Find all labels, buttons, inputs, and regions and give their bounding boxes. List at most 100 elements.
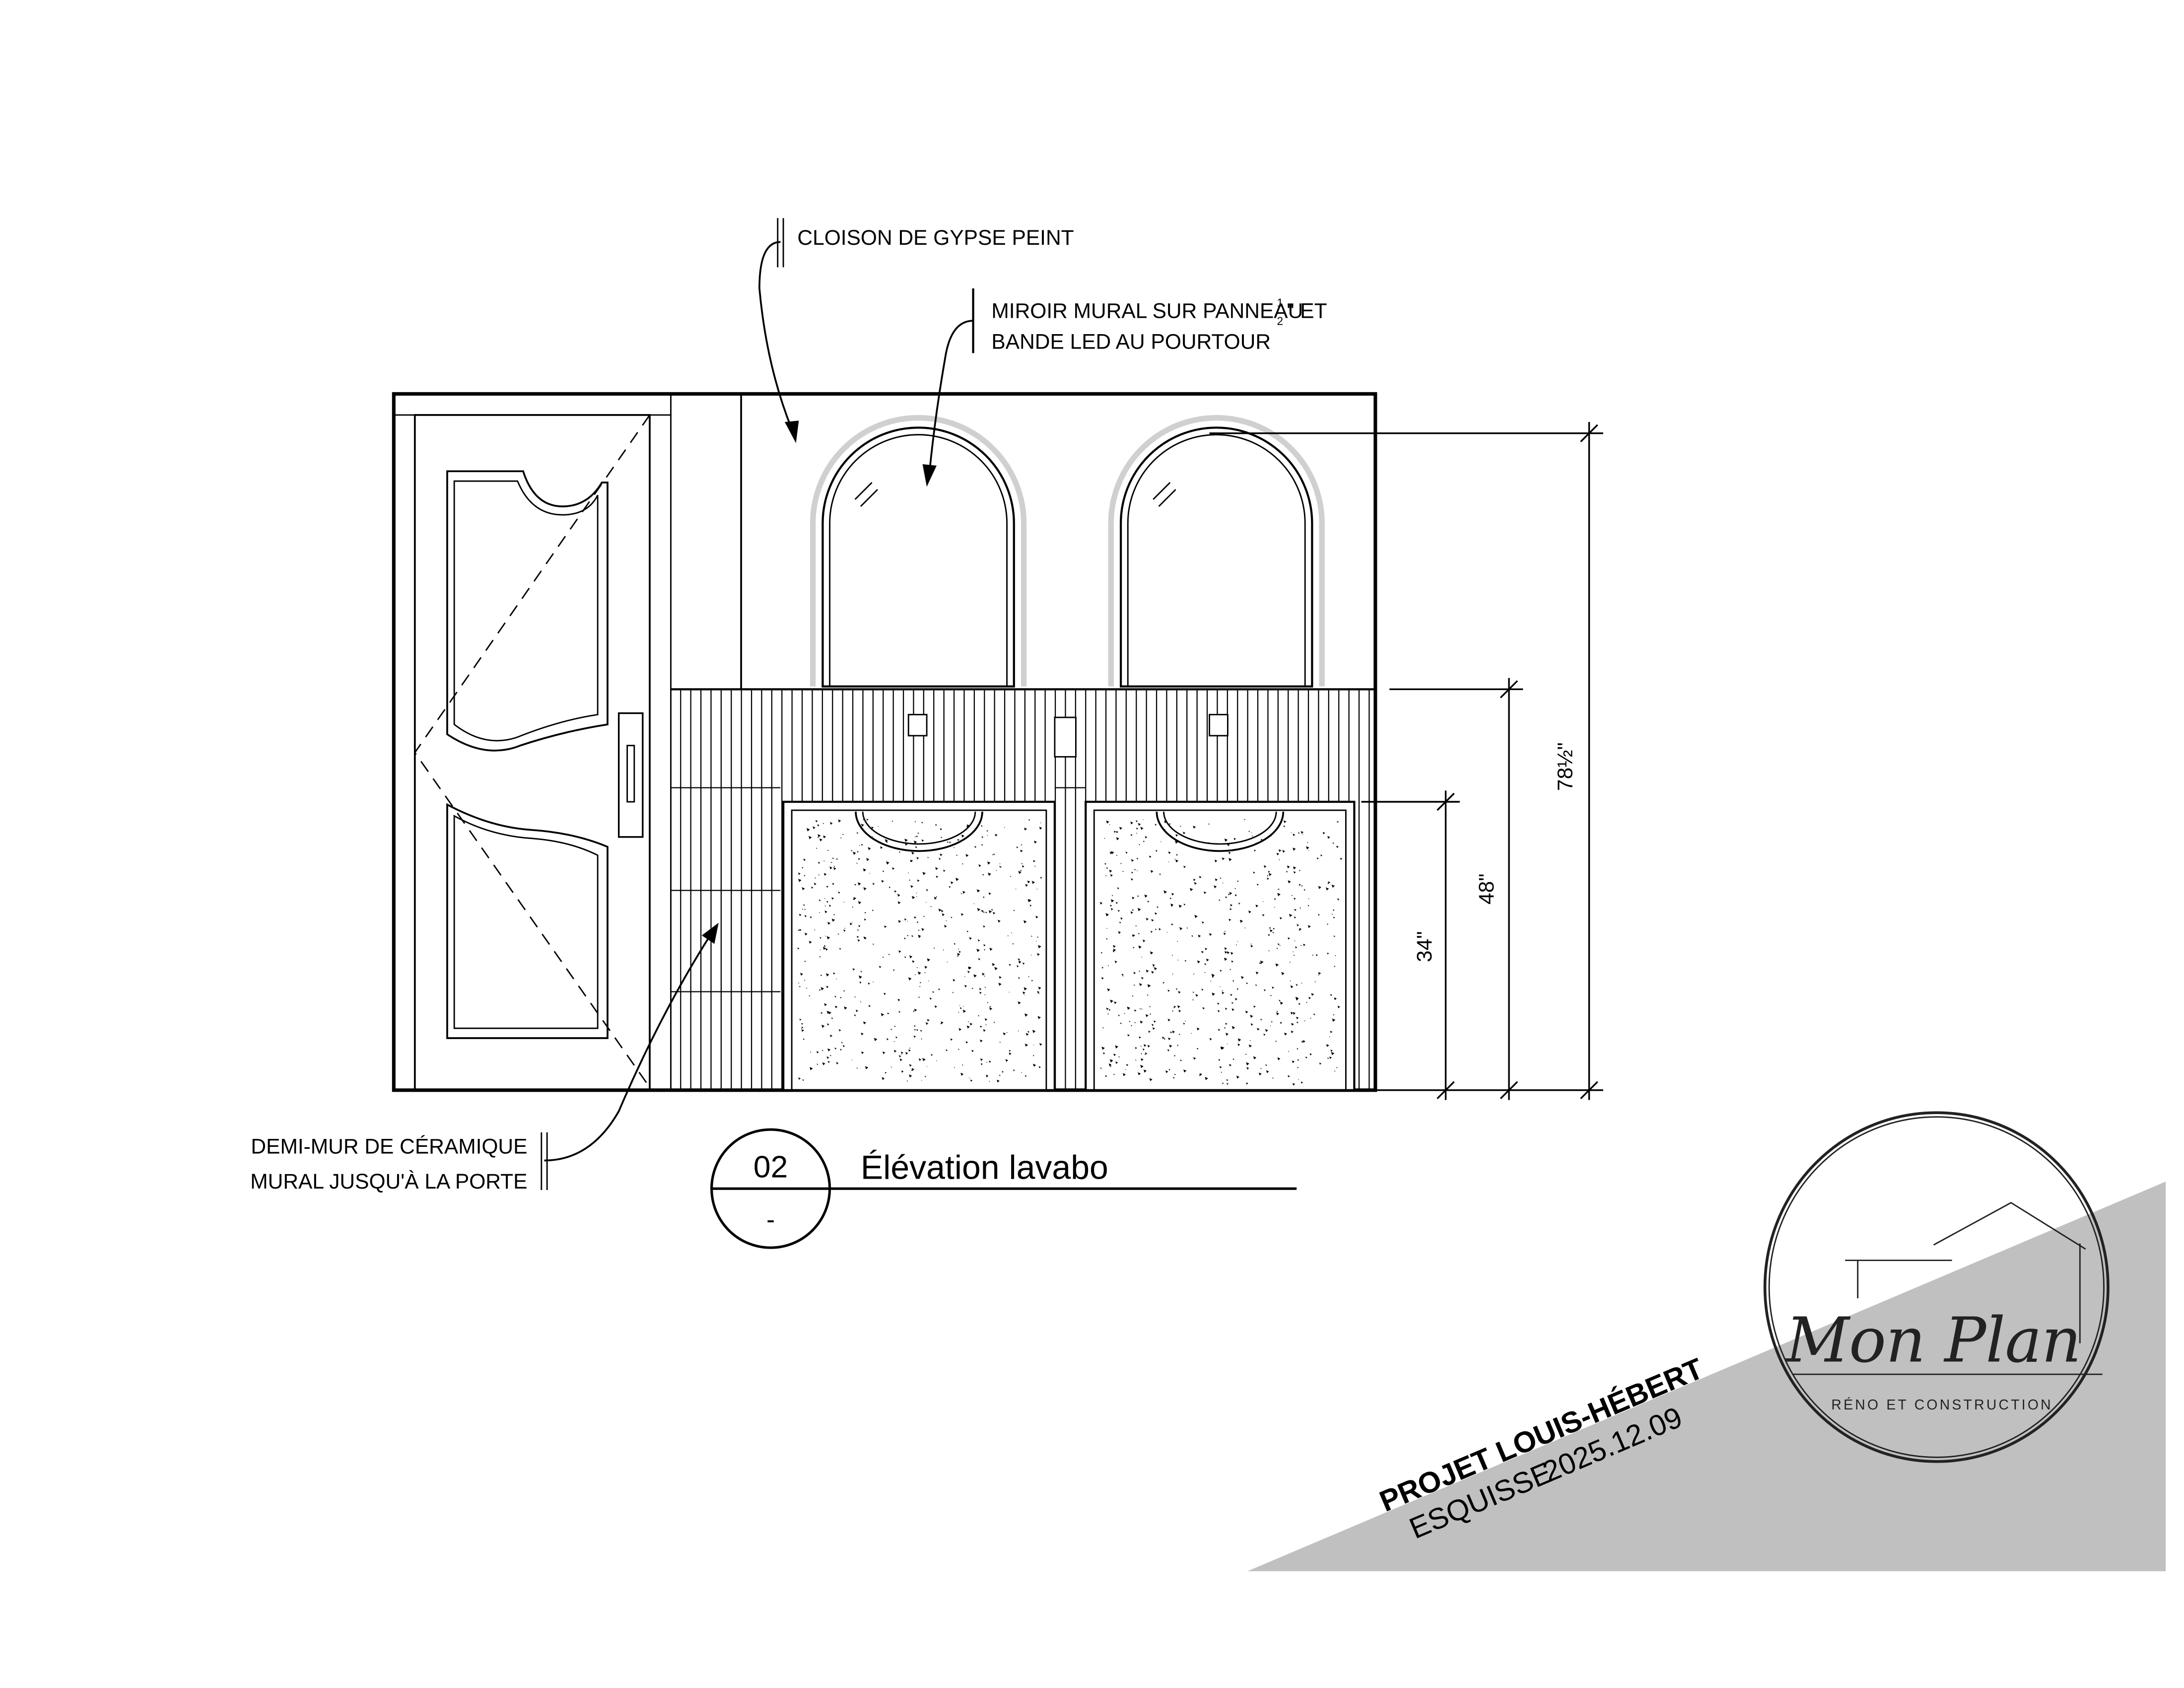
terrazzo-chip <box>1106 938 1108 940</box>
terrazzo-chip <box>1244 819 1246 821</box>
terrazzo-chip <box>1017 965 1019 968</box>
terrazzo-chip <box>1132 934 1135 937</box>
terrazzo-chip <box>984 1018 988 1021</box>
terrazzo-chip <box>1193 974 1195 975</box>
terrazzo-chip <box>909 955 913 959</box>
terrazzo-chip <box>1114 960 1117 964</box>
terrazzo-chip <box>988 872 991 876</box>
terrazzo-chip <box>979 991 982 994</box>
terrazzo-chip <box>904 842 908 846</box>
door-handle[interactable] <box>617 712 644 838</box>
terrazzo-chip <box>1263 865 1267 868</box>
terrazzo-chip <box>961 834 964 838</box>
terrazzo-chip <box>940 853 943 856</box>
terrazzo-chip <box>894 890 897 893</box>
terrazzo-chip <box>1177 1005 1180 1008</box>
terrazzo-chip <box>873 943 874 945</box>
terrazzo-chip <box>946 920 947 921</box>
terrazzo-chip <box>918 1058 922 1061</box>
callout-gypse-text: CLOISON DE GYPSE PEINT <box>797 226 1074 250</box>
terrazzo-chip <box>1268 950 1270 952</box>
terrazzo-chip <box>1205 948 1208 950</box>
terrazzo-chip <box>1194 882 1197 885</box>
terrazzo-chip <box>1039 827 1042 830</box>
terrazzo-chip <box>932 991 935 993</box>
terrazzo-chip <box>1226 1033 1229 1036</box>
terrazzo-chip <box>987 861 991 865</box>
terrazzo-chip <box>908 872 909 874</box>
callout-ceramique-text-2: MURAL JUSQU'À LA PORTE <box>250 1170 527 1194</box>
terrazzo-chip <box>934 1005 937 1008</box>
terrazzo-chip <box>1306 1001 1307 1003</box>
terrazzo-chip <box>831 897 834 900</box>
terrazzo-chip <box>986 1061 988 1063</box>
terrazzo-chip <box>1305 1056 1307 1059</box>
terrazzo-chip <box>803 858 806 861</box>
terrazzo-chip <box>1253 871 1255 874</box>
terrazzo-chip <box>1222 990 1224 991</box>
terrazzo-chip <box>1160 841 1162 843</box>
terrazzo-chip <box>1333 916 1335 919</box>
terrazzo-chip <box>863 819 864 821</box>
terrazzo-chip <box>916 857 919 860</box>
terrazzo-chip <box>799 914 802 916</box>
terrazzo-chip <box>1248 1044 1252 1048</box>
terrazzo-chip <box>1018 977 1021 979</box>
terrazzo-chip <box>1193 878 1196 881</box>
terrazzo-chip <box>1219 899 1221 901</box>
terrazzo-chip <box>1284 1032 1288 1036</box>
terrazzo-chip <box>1184 960 1187 962</box>
terrazzo-chip <box>1288 1051 1290 1052</box>
terrazzo-chip <box>814 883 817 886</box>
terrazzo-chip <box>1140 1064 1144 1068</box>
terrazzo-chip <box>989 1060 991 1063</box>
terrazzo-chip <box>879 966 882 968</box>
terrazzo-chip <box>1147 901 1150 903</box>
terrazzo-chip <box>1330 1050 1333 1052</box>
terrazzo-chip <box>838 891 840 894</box>
terrazzo-chip <box>1256 842 1258 844</box>
terrazzo-chip <box>1132 995 1134 997</box>
terrazzo-chip <box>959 1007 962 1009</box>
terrazzo-chip <box>1143 1069 1147 1073</box>
terrazzo-chip <box>824 905 826 907</box>
terrazzo-chip <box>824 1003 827 1006</box>
terrazzo-chip <box>1228 918 1231 921</box>
terrazzo-chip <box>957 839 959 842</box>
terrazzo-chip <box>1100 952 1103 954</box>
terrazzo-chip <box>1123 976 1124 977</box>
terrazzo-chip <box>988 910 992 914</box>
terrazzo-chip <box>1273 927 1275 930</box>
terrazzo-chip <box>1246 982 1248 985</box>
terrazzo-chip <box>1139 1036 1141 1039</box>
terrazzo-chip <box>1177 941 1178 942</box>
terrazzo-chip <box>912 960 915 963</box>
terrazzo-chip <box>942 913 945 916</box>
terrazzo-chip <box>1033 860 1035 862</box>
terrazzo-chip <box>1117 910 1120 912</box>
terrazzo-chip <box>899 1058 902 1061</box>
svg-text:MIROIR MURAL SUR PANNEAU: MIROIR MURAL SUR PANNEAU <box>991 299 1303 323</box>
terrazzo-chip <box>801 1023 804 1025</box>
terrazzo-chip <box>973 903 975 905</box>
terrazzo-chip <box>1020 849 1023 852</box>
terrazzo-chip <box>873 981 874 983</box>
terrazzo-chip <box>999 976 1002 979</box>
terrazzo-chip <box>983 896 985 898</box>
terrazzo-chip <box>1167 1049 1170 1052</box>
terrazzo-chip <box>1111 851 1114 854</box>
terrazzo-chip <box>1294 909 1297 912</box>
terrazzo-chip <box>921 928 925 931</box>
terrazzo-chip <box>1183 1069 1187 1073</box>
terrazzo-chip <box>1115 902 1118 904</box>
terrazzo-chip <box>1287 865 1290 869</box>
terrazzo-chip <box>1283 820 1287 823</box>
terrazzo-chip <box>1170 1031 1172 1034</box>
fraction-denominator: 2 <box>1277 315 1284 328</box>
terrazzo-chip <box>1169 823 1171 825</box>
terrazzo-chip <box>977 908 981 912</box>
terrazzo-chip <box>935 824 937 826</box>
terrazzo-chip <box>1031 881 1035 884</box>
terrazzo-chip <box>1139 970 1141 972</box>
view-number: 02 <box>753 1150 788 1184</box>
